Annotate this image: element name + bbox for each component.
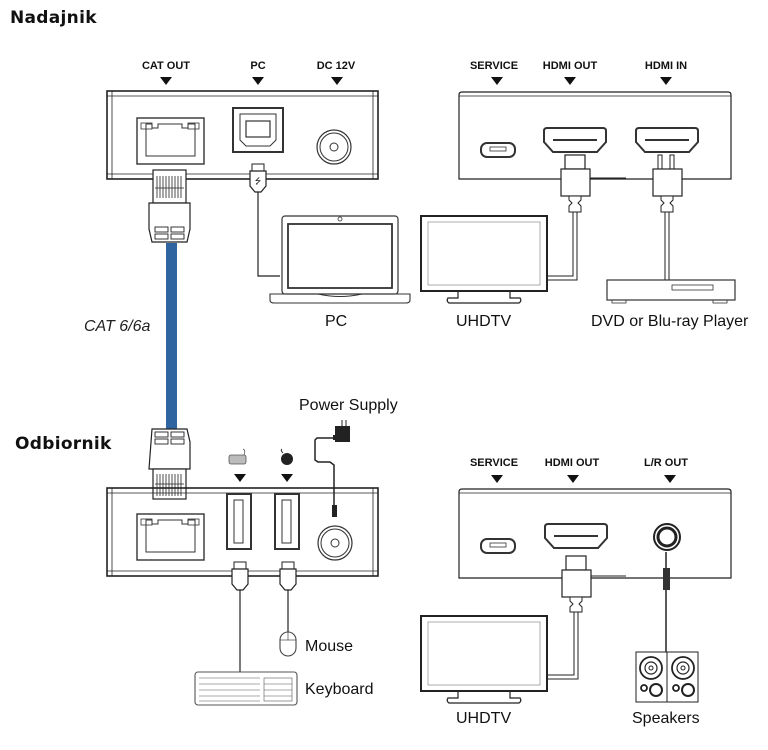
- power-cable: [314, 437, 335, 505]
- usb-plug-mouse: [279, 561, 297, 591]
- device-label-pc: PC: [325, 313, 348, 330]
- transmitter-front-panel: [106, 90, 379, 180]
- dc-jack-tx: [316, 129, 352, 165]
- keyboard-icon: [228, 448, 247, 465]
- usb-cable-pc: [257, 192, 280, 277]
- power-adapter-icon: [333, 420, 350, 442]
- receiver-rear-panel: [458, 488, 732, 579]
- port-label-hdmi-out-rx: HDMI OUT: [544, 457, 600, 469]
- hdmi-cable-tv: [547, 212, 574, 277]
- rj45-plug-tx: [148, 169, 191, 243]
- hdmi-plug-tx-in: [652, 154, 683, 213]
- port-label-dc-12v: DC 12V: [316, 60, 356, 72]
- hdmi-cable-tv-edge: [547, 212, 578, 281]
- laptop-icon: [269, 215, 411, 304]
- device-label-power-supply: Power Supply: [299, 397, 398, 414]
- tv-icon-tx: [420, 215, 548, 304]
- arrow-dc: [331, 77, 343, 85]
- device-label-uhdtv-rx: UHDTV: [456, 710, 512, 727]
- device-label-keyboard: Keyboard: [305, 681, 374, 698]
- usb-plug-keyboard: [231, 561, 249, 591]
- rj45-port-rx: [136, 513, 205, 561]
- arrow-hdmi-out-tx: [564, 77, 576, 85]
- port-label-service-tx: SERVICE: [469, 60, 519, 72]
- device-label-mouse: Mouse: [305, 638, 354, 655]
- arrow-lr-out: [664, 475, 676, 483]
- dc-jack-rx: [317, 525, 353, 561]
- cat-cable: [166, 243, 177, 430]
- audio-jack-lr-out: [653, 523, 681, 551]
- arrow-hdmi-out-rx: [567, 475, 579, 483]
- usb-b-port: [232, 107, 284, 153]
- cable-label: CAT 6/6a: [84, 318, 151, 335]
- device-label-speakers: Speakers: [632, 710, 700, 727]
- arrow-hdmi-in-tx: [660, 77, 672, 85]
- rj45-port-tx: [136, 117, 205, 165]
- hdmi-cable-tv-rx: [547, 612, 575, 676]
- port-label-lr-out: L/R OUT: [644, 457, 688, 469]
- hdmi-cable-tv-rx-edge: [547, 612, 579, 680]
- transmitter-title: Nadajnik: [10, 8, 97, 28]
- audio-plug: [663, 552, 670, 652]
- service-port-rx: [480, 538, 516, 554]
- hdmi-out-port-tx: [543, 127, 607, 153]
- port-label-hdmi-in-tx: HDMI IN: [644, 60, 688, 72]
- arrow-cat-out: [160, 77, 172, 85]
- mouse-icon: [280, 448, 293, 465]
- usb-a-port-keyboard: [226, 493, 252, 550]
- port-label-hdmi-out-tx: HDMI OUT: [542, 60, 598, 72]
- arrow-mouse: [281, 474, 293, 482]
- port-label-service-rx: SERVICE: [469, 457, 519, 469]
- hdmi-out-port-rx: [544, 523, 608, 549]
- speakers-icon: [635, 651, 699, 703]
- power-plug: [332, 505, 337, 517]
- dvd-player-icon: [606, 279, 736, 304]
- port-label-cat-out: CAT OUT: [141, 60, 191, 72]
- arrow-service-tx: [491, 77, 503, 85]
- port-label-pc: PC: [250, 60, 266, 72]
- hdmi-in-port-tx: [635, 127, 699, 153]
- rj45-plug-rx: [148, 428, 191, 500]
- keyboard-device-icon: [194, 671, 298, 706]
- arrow-pc: [252, 77, 264, 85]
- device-label-player: DVD or Blu-ray Player: [591, 313, 749, 330]
- hdmi-plug-rx: [561, 555, 592, 613]
- transmitter-rear-panel: [458, 91, 732, 180]
- tv-icon-rx: [420, 615, 548, 704]
- usb-a-port-mouse: [274, 493, 300, 550]
- receiver-title: Odbiornik: [15, 434, 112, 454]
- svg-text:⭍: ⭍: [255, 177, 262, 186]
- service-port-tx: [480, 142, 516, 158]
- hdmi-plug-tx-out: [560, 154, 591, 213]
- mouse-device-icon: [279, 631, 297, 657]
- device-label-uhdtv-tx: UHDTV: [456, 313, 512, 330]
- arrow-keyboard: [234, 474, 246, 482]
- arrow-service-rx: [491, 475, 503, 483]
- usb-plug-tx: ⭍: [249, 163, 267, 193]
